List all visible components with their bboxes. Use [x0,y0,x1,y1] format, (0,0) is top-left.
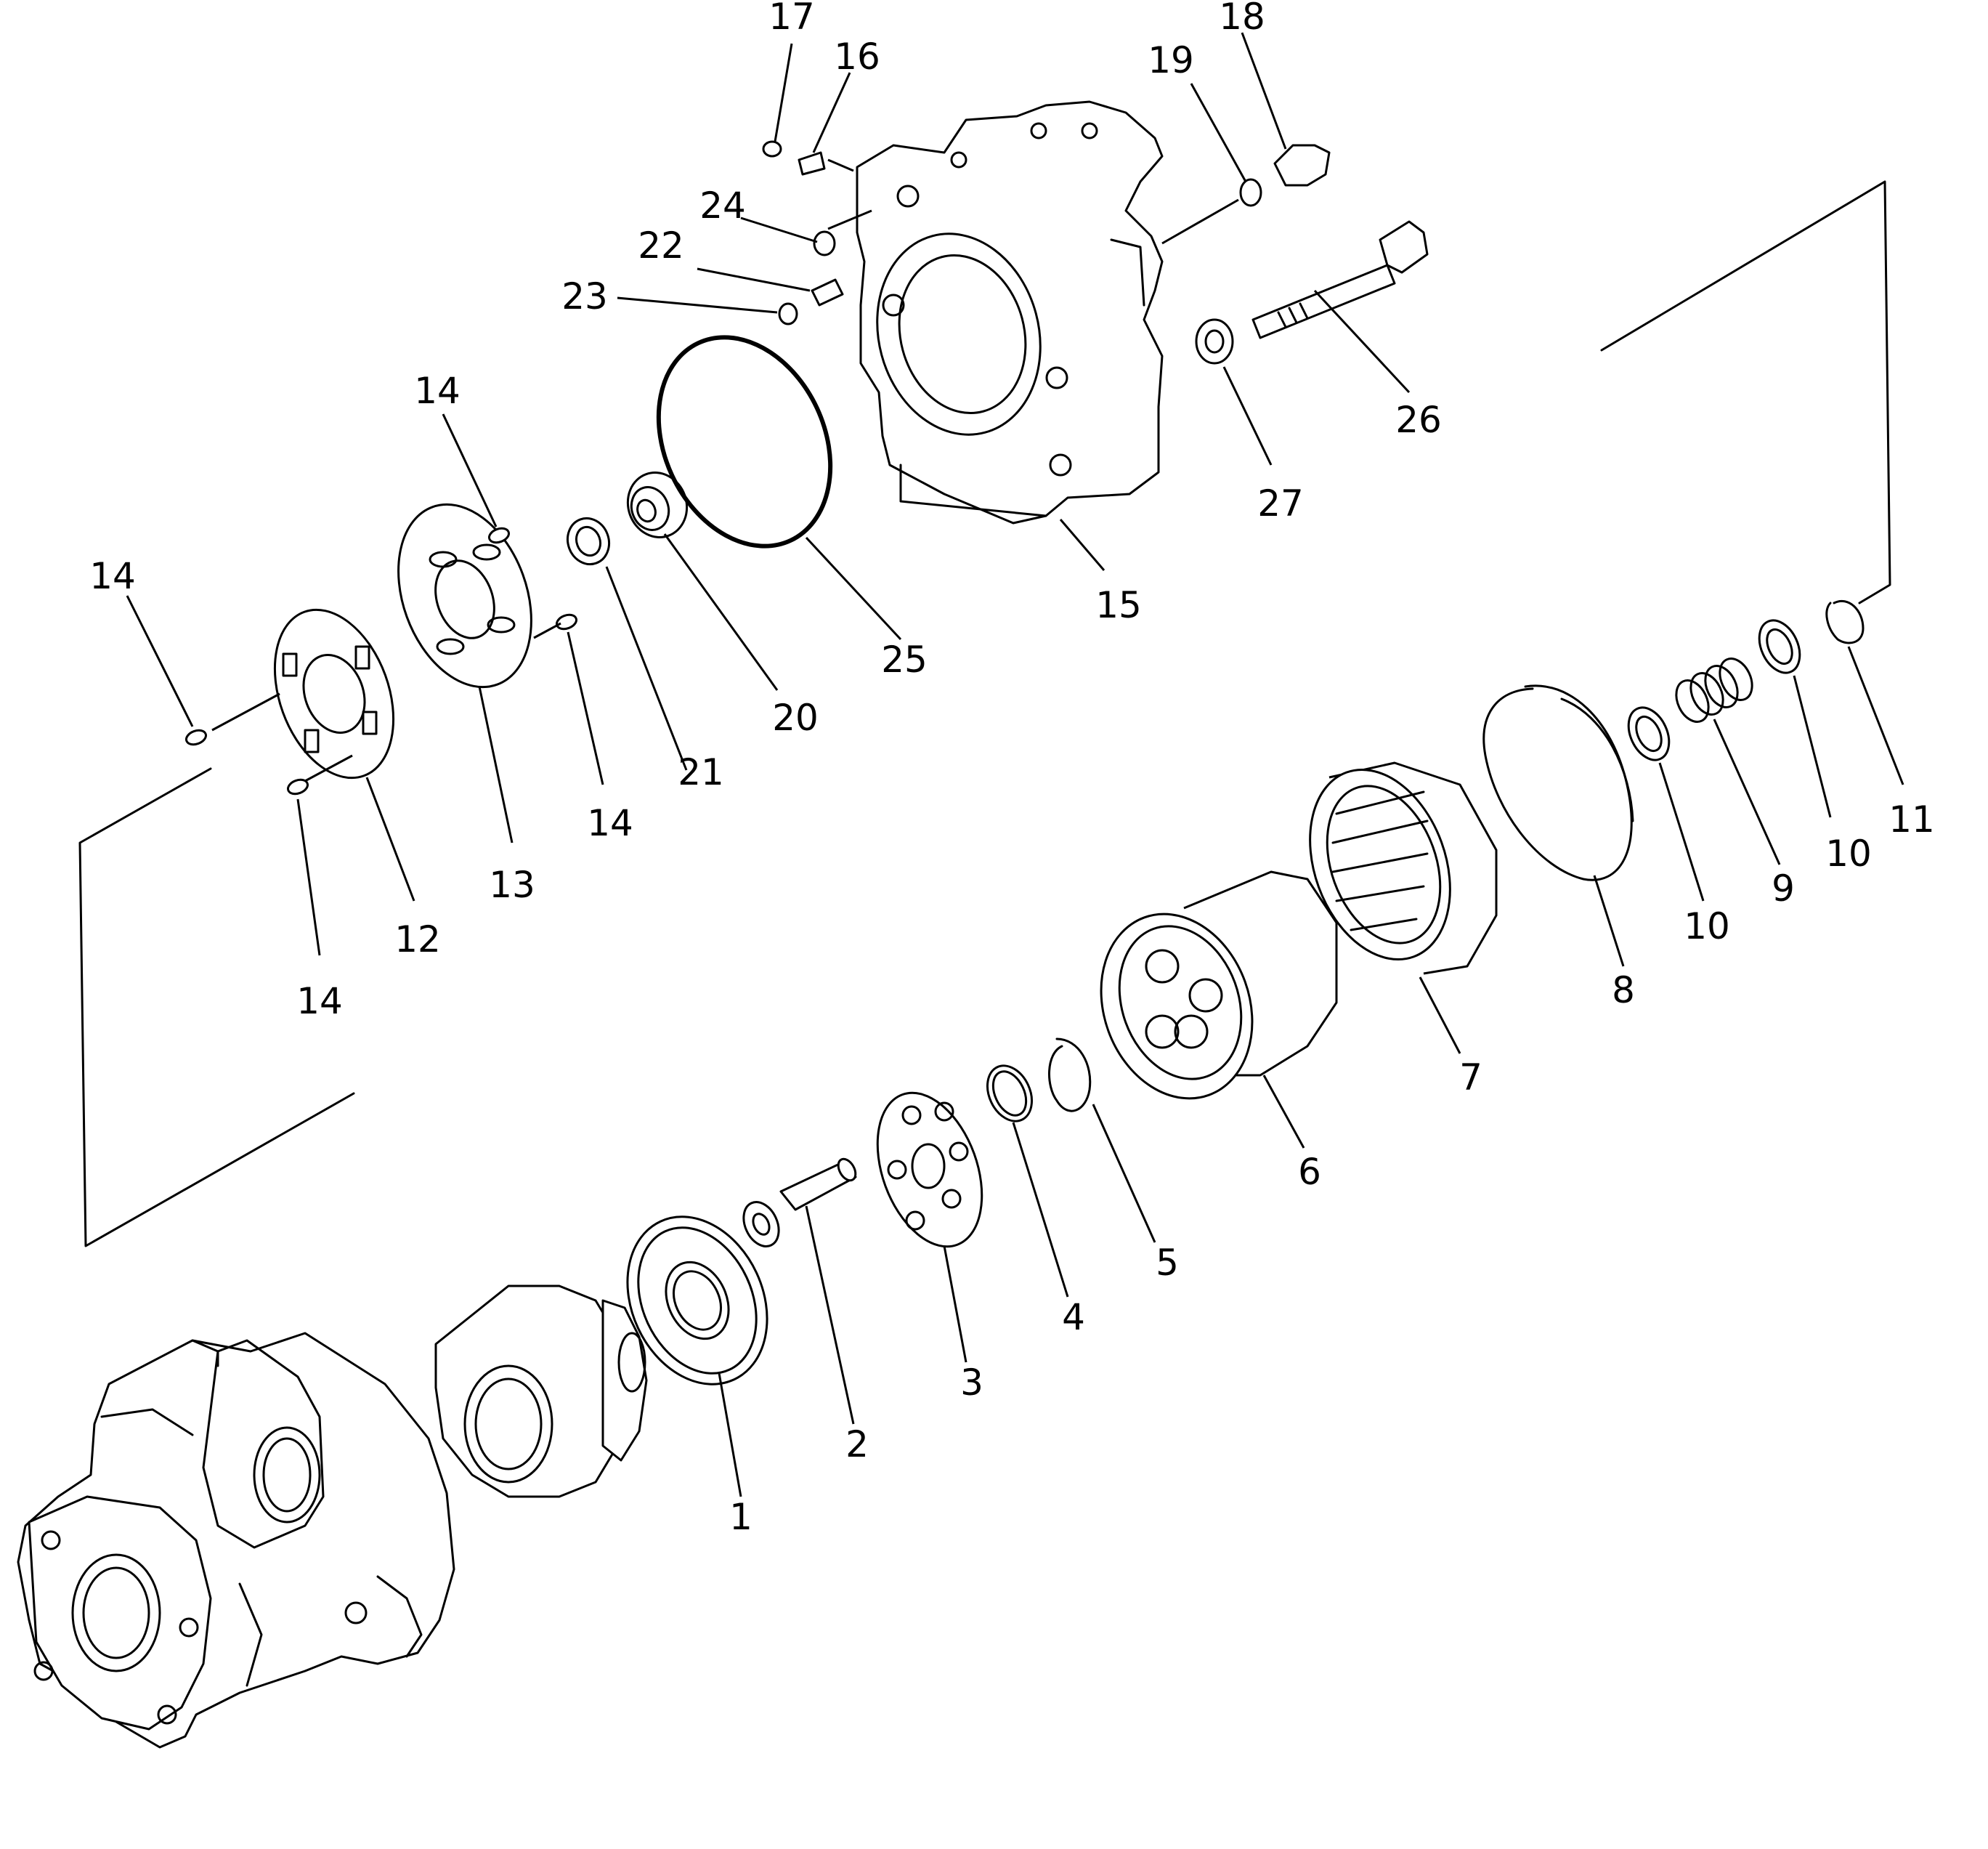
part-9-spring [1675,658,1753,723]
pump-body-illustration [17,1332,455,1749]
part-27-washer [1195,318,1234,365]
right-bracket-line [1600,180,1891,604]
part-2-shaft [742,1157,857,1247]
part-12-valve-plate [273,608,395,780]
part-6-cylinder-block [1100,870,1338,1100]
part-21-washer [567,517,610,566]
part-23-o-ring [778,302,798,325]
callout-18: 18 [1219,0,1265,38]
callout-22: 22 [638,224,684,267]
part-13-plate [397,503,532,689]
callout-8: 8 [1612,969,1635,1011]
callout-7: 7 [1459,1056,1482,1099]
callout-10b: 10 [1825,833,1872,875]
part-18-plug [1273,144,1331,187]
callout-1: 1 [729,1496,752,1538]
callout-2: 2 [845,1423,869,1465]
callout-6: 6 [1298,1151,1321,1193]
callout-4: 4 [1062,1296,1085,1338]
callout-15: 15 [1095,584,1142,626]
callout-19: 19 [1148,39,1194,81]
callout-24: 24 [699,185,746,227]
callout-16: 16 [834,36,880,78]
part-4-ring [986,1064,1033,1122]
part-10-washer-a [1627,706,1671,761]
callout-5: 5 [1156,1242,1179,1284]
part-19-o-ring [1239,178,1262,207]
part-16-plug [798,151,826,176]
part-15-cover-housing [856,100,1164,525]
part-11-retaining-ring [1825,600,1865,644]
callout-13: 13 [489,864,535,906]
part-5-snap-ring [1048,1037,1092,1112]
part-22-plug [811,278,844,307]
part-7-roller-bearing [1309,761,1498,975]
part-17-plug [762,140,782,158]
part-14-pins [184,527,578,796]
callout-10a: 10 [1684,905,1730,947]
callout-9: 9 [1772,867,1795,910]
callout-14d: 14 [587,802,633,844]
callout-27: 27 [1257,482,1304,525]
callout-25: 25 [881,639,928,681]
callout-3: 3 [960,1362,983,1404]
callout-17: 17 [768,0,815,38]
housing-block-illustration [434,1284,648,1498]
part-1-thrust-plate [626,1215,768,1385]
callout-14c: 14 [414,370,461,412]
part-20-bearing [626,472,689,538]
left-bracket-line [78,767,355,1247]
callout-21: 21 [678,751,724,793]
part-10-washer-b [1758,619,1801,674]
part-26-bolt [1251,220,1429,339]
leader-lines [126,32,1904,1497]
callout-20: 20 [772,697,819,739]
callout-23: 23 [561,275,608,317]
callout-26: 26 [1395,399,1442,441]
part-24-o-ring [813,230,836,256]
part-8-large-ring [1482,684,1634,881]
callout-11: 11 [1888,798,1935,841]
callout-12: 12 [394,918,441,960]
part-3-port-plate [876,1091,983,1248]
callout-14b: 14 [296,980,343,1022]
part-25-o-ring [656,335,833,549]
callout-14a: 14 [89,555,136,597]
